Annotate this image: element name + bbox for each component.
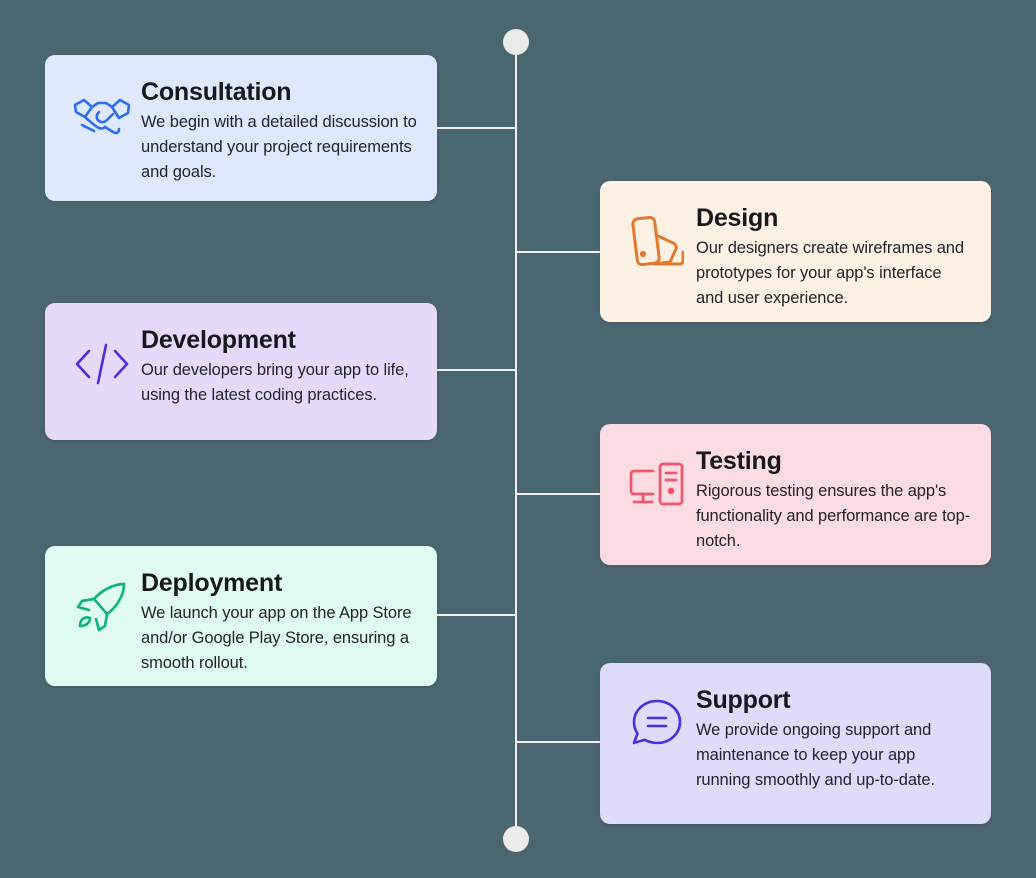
desktop-computer-icon: [626, 454, 688, 516]
step-title: Testing: [696, 447, 782, 475]
step-card-deployment[interactable]: Deployment We launch your app on the App…: [45, 546, 437, 686]
rocket-icon: [71, 576, 133, 638]
step-title: Consultation: [141, 78, 292, 106]
connector-deployment: [437, 614, 516, 616]
timeline-end-node: [503, 826, 529, 852]
step-description: Our designers create wireframes and prot…: [696, 239, 964, 308]
step-description: We begin with a detailed discussion to u…: [141, 113, 417, 182]
connector-consultation: [437, 127, 516, 129]
step-description: We launch your app on the App Store and/…: [141, 604, 412, 673]
connector-design: [516, 251, 601, 253]
connector-support: [516, 741, 601, 743]
step-card-design[interactable]: Design Our designers create wireframes a…: [600, 181, 991, 322]
timeline-spine: [515, 42, 517, 839]
color-swatch-fan-icon: [626, 211, 688, 273]
step-card-consultation[interactable]: Consultation We begin with a detailed di…: [45, 55, 437, 201]
step-title: Development: [141, 326, 296, 354]
connector-testing: [516, 493, 601, 495]
step-description: Our developers bring your app to life, u…: [141, 361, 409, 405]
step-title: Deployment: [141, 569, 283, 597]
speech-bubble-equals-icon: [626, 693, 688, 755]
step-title: Design: [696, 204, 779, 232]
timeline-start-node: [503, 29, 529, 55]
step-title: Support: [696, 686, 791, 714]
step-description: We provide ongoing support and maintenan…: [696, 721, 935, 790]
step-card-development[interactable]: Development Our developers bring your ap…: [45, 303, 437, 440]
connector-development: [437, 369, 516, 371]
step-card-support[interactable]: Support We provide ongoing support and m…: [600, 663, 991, 824]
handshake-icon: [71, 85, 133, 147]
step-card-testing[interactable]: Testing Rigorous testing ensures the app…: [600, 424, 991, 565]
step-description: Rigorous testing ensures the app's funct…: [696, 482, 971, 551]
code-brackets-icon: [71, 333, 133, 395]
